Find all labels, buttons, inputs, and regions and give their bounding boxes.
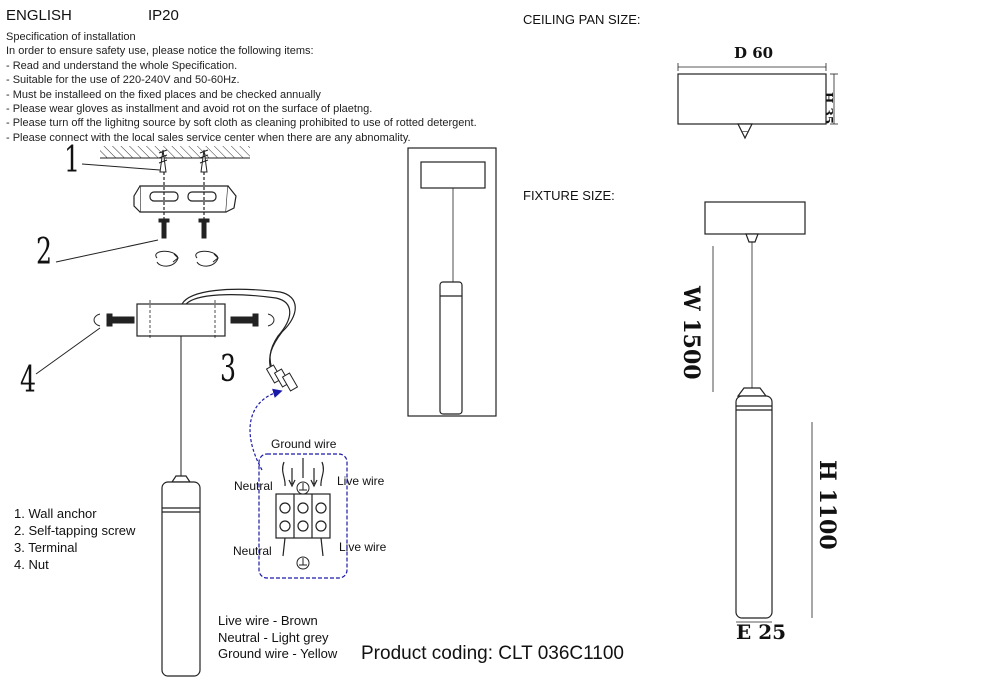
callout-3: 3 — [220, 349, 237, 390]
callout-2: 2 — [36, 232, 53, 273]
wire-color-item: Neutral - Light grey — [218, 629, 329, 645]
legend-item: 1. Wall anchor — [14, 506, 97, 521]
neutral-top-label: Neutral — [234, 479, 273, 493]
fixture-drawing — [704, 201, 813, 623]
spec-item: - Must be installeed on the fixed places… — [6, 88, 321, 101]
spec-title: Specification of installation — [6, 31, 136, 43]
fixture-size-label: FIXTURE SIZE: — [523, 188, 615, 203]
spec-item: - Please connect with the local sales se… — [6, 131, 411, 144]
wire-color-item: Ground wire - Yellow — [218, 646, 338, 661]
spec-item: - Please turn off the lighitng source by… — [6, 117, 477, 130]
specification-block: Specification of installation In order t… — [6, 30, 477, 145]
callout-4: 4 — [20, 360, 37, 401]
live-top-label: Live wire — [337, 474, 385, 488]
ground-wire-label: Ground wire — [271, 437, 337, 451]
wire-arrows — [282, 458, 324, 557]
neutral-bottom-label: Neutral — [233, 544, 272, 558]
pan-diameter-label: D 60 — [734, 44, 774, 62]
connection-arrow — [249, 388, 283, 471]
mounting-bracket — [133, 172, 237, 232]
spec-item: - Read and understand the whole Specific… — [6, 59, 238, 72]
ceiling-pan-size-label: CEILING PAN SIZE: — [523, 12, 641, 27]
spec-item: - Please wear gloves as installment and … — [6, 103, 373, 116]
installed-view — [407, 147, 497, 417]
rotate-arrow-icon — [155, 250, 219, 267]
pendant-tube — [161, 475, 201, 677]
wire-color-legend: Live wire - Brown Neutral - Light grey G… — [218, 613, 337, 663]
parts-legend: 1. Wall anchor 2. Self-tapping screw 3. … — [14, 505, 135, 573]
legend-item: 4. Nut — [14, 557, 49, 572]
terminal-block — [275, 493, 331, 539]
spec-intro: In order to ensure safety use, please no… — [6, 45, 314, 58]
terminal — [265, 364, 299, 392]
ceiling-hatch — [100, 146, 250, 159]
callout-2-leader — [55, 239, 159, 263]
ceiling-pan-drawing — [677, 63, 838, 140]
legend-item: 3. Terminal — [14, 540, 78, 555]
wiring-detail-box — [258, 453, 348, 579]
ground-symbol-icon — [296, 481, 310, 570]
callout-1: 1 — [64, 140, 81, 181]
spec-item: - Suitable for the use of 220-240V and 5… — [6, 74, 240, 87]
tube-diameter-label: E 25 — [736, 620, 787, 644]
product-coding: Product coding: CLT 036C1100 — [361, 643, 625, 664]
legend-item: 2. Self-tapping screw — [14, 523, 136, 538]
callout-4-leader — [35, 327, 101, 375]
self-tapping-screw — [158, 218, 210, 239]
language-label: ENGLISH — [6, 7, 72, 24]
wire-color-item: Live wire - Brown — [218, 613, 318, 628]
nut — [93, 313, 275, 327]
ip-rating: IP20 — [148, 7, 179, 24]
supply-wire — [185, 294, 291, 379]
canopy-plate — [136, 300, 226, 340]
callout-1-leader — [81, 163, 161, 171]
live-bottom-label: Live wire — [339, 540, 387, 554]
